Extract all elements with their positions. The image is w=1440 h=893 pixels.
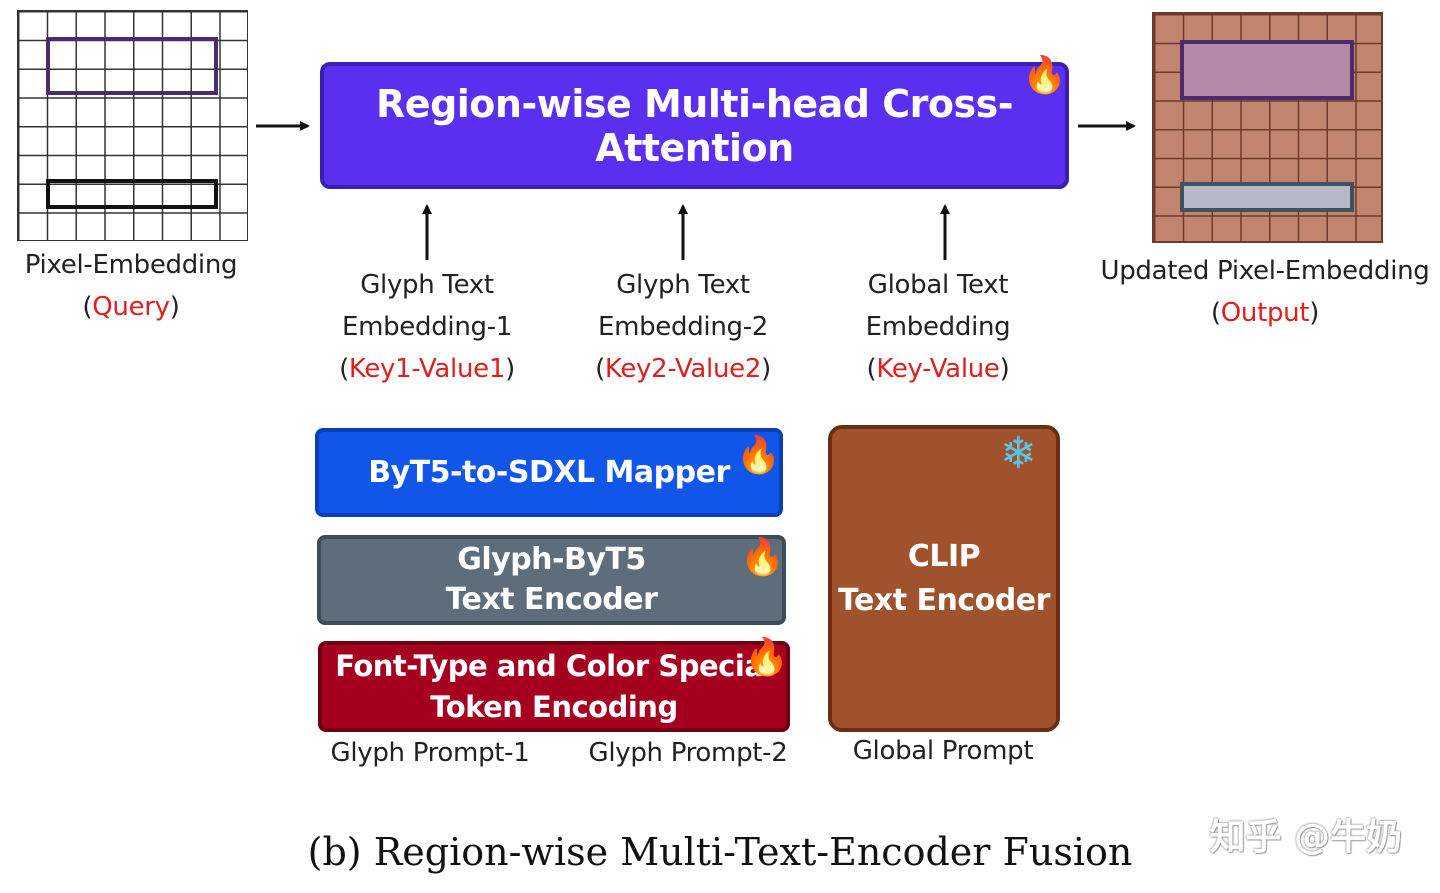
byt5-to-sdxl-mapper: ByT5-to-SDXL Mapper	[315, 428, 783, 517]
key2-line2: Embedding-2	[597, 312, 769, 342]
pixel-embedding-label: Pixel-Embedding (Query)	[0, 244, 262, 328]
global-text-embedding-label: Global Text Embedding (Key-Value)	[828, 264, 1048, 390]
key2-line1: Glyph Text	[616, 270, 750, 300]
pixel-embedding-role: (Query)	[82, 292, 180, 322]
pixel-embedding-grid	[17, 10, 248, 241]
fire-icon: 🔥	[744, 637, 789, 678]
snowflake-icon: ❄	[1000, 428, 1037, 479]
font-color-line2: Token Encoding	[430, 689, 678, 724]
attention-label: Region-wise Multi-head Cross-Attention	[376, 81, 1013, 170]
global-key-line2: Embedding	[865, 312, 1011, 342]
key1-line2: Embedding-1	[341, 312, 513, 342]
updated-pixel-embedding-title: Updated Pixel-Embedding	[1100, 256, 1430, 286]
glyph-byt5-line2: Text Encoder	[445, 582, 658, 617]
fire-icon: 🔥	[1022, 55, 1067, 96]
glyph-text-embedding-2-label: Glyph Text Embedding-2 (Key2-Value2)	[573, 264, 793, 390]
font-color-line1: Font-Type and Color Special	[335, 648, 773, 683]
global-key-role: (Key-Value)	[866, 354, 1010, 384]
glyph-region-1	[46, 37, 218, 95]
updated-pixel-embedding-label: Updated Pixel-Embedding (Output)	[1100, 250, 1430, 334]
mapper-label: ByT5-to-SDXL Mapper	[368, 455, 730, 490]
updated-pixel-embedding-role: (Output)	[1210, 298, 1320, 328]
output-region-2	[1180, 182, 1354, 212]
clip-text-encoder: CLIP Text Encoder	[828, 425, 1060, 732]
font-color-token-encoding: Font-Type and Color Special Token Encodi…	[318, 641, 790, 732]
glyph-byt5-text-encoder: Glyph-ByT5 Text Encoder	[317, 535, 786, 625]
output-region-1	[1180, 40, 1354, 100]
fire-icon: 🔥	[736, 435, 781, 476]
key1-line1: Glyph Text	[360, 270, 494, 300]
glyph-text-embedding-1-label: Glyph Text Embedding-1 (Key1-Value1)	[317, 264, 537, 390]
watermark: 知乎 @牛奶	[1209, 817, 1402, 858]
key1-role: (Key1-Value1)	[339, 354, 515, 384]
global-key-line1: Global Text	[867, 270, 1009, 300]
key2-role: (Key2-Value2)	[595, 354, 771, 384]
glyph-byt5-line1: Glyph-ByT5	[457, 542, 646, 577]
glyph-prompt-1-label: Glyph Prompt-1	[330, 738, 530, 768]
pixel-embedding-title: Pixel-Embedding	[24, 250, 238, 280]
clip-line2: Text Encoder	[838, 582, 1050, 618]
glyph-prompt-2-label: Glyph Prompt-2	[588, 738, 788, 768]
glyph-region-2	[46, 179, 218, 209]
fire-icon: 🔥	[740, 537, 785, 578]
attention-block: Region-wise Multi-head Cross-Attention	[320, 62, 1069, 189]
figure-caption: (b) Region-wise Multi-Text-Encoder Fusio…	[307, 830, 1133, 874]
global-prompt-label: Global Prompt	[852, 736, 1034, 766]
clip-line1: CLIP	[907, 538, 981, 574]
updated-pixel-embedding-grid	[1152, 12, 1383, 243]
